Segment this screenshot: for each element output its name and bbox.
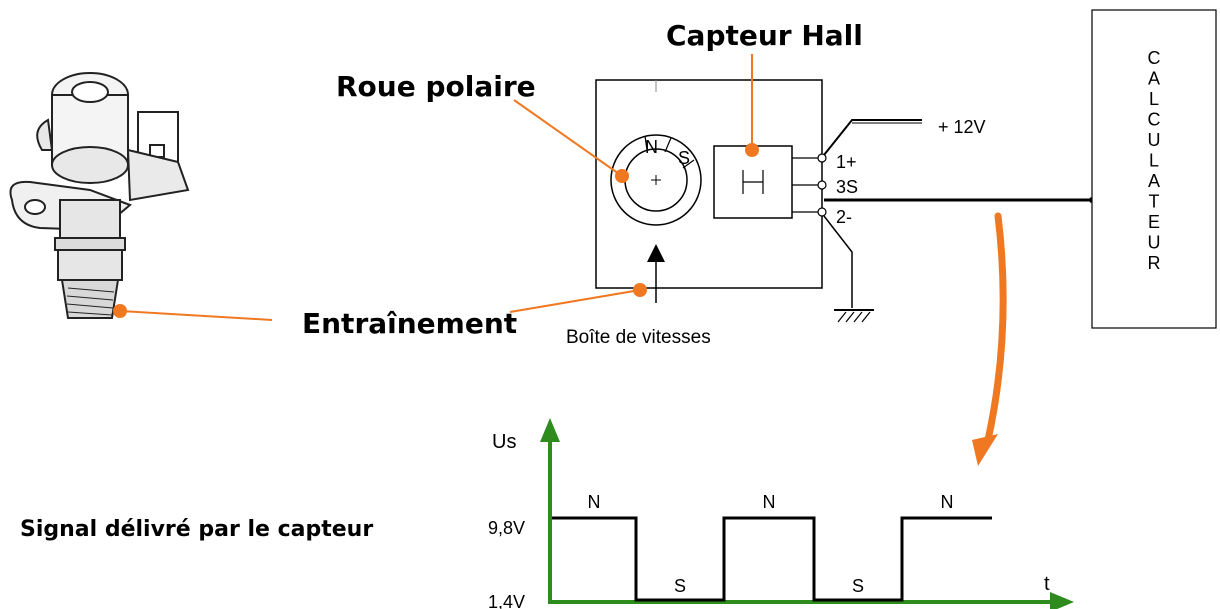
supply-wire (823, 119, 922, 156)
hall-symbol (742, 170, 764, 194)
entrainement-label: Entraînement (302, 307, 517, 340)
drive-arrow-head (647, 244, 665, 262)
segment-label-n: N (588, 492, 601, 512)
segment-label-s: S (852, 576, 864, 596)
y-tick-high: 9,8V (488, 518, 525, 538)
segment-label-n: N (941, 492, 954, 512)
x-axis-arrow (1050, 592, 1074, 609)
calculateur-letter: C (1148, 48, 1161, 68)
segment-label-s: S (674, 576, 686, 596)
callout-roue-polaire: Roue polaire (336, 70, 629, 183)
callout-entrainement: Entraînement (113, 283, 647, 340)
pin-terminals (817, 153, 827, 217)
calculateur-letter: A (1148, 69, 1160, 89)
calculateur-letter: R (1148, 253, 1161, 273)
square-wave (552, 516, 992, 602)
wheel-n-label: N (645, 137, 658, 157)
pin-2-label: 2- (836, 207, 852, 227)
y-axis-label: Us (492, 431, 516, 453)
wheel-s-label: S (678, 148, 690, 168)
calculateur-box (1091, 9, 1217, 329)
calculateur-letter: C (1148, 110, 1161, 130)
calculateur-letter: A (1148, 171, 1160, 191)
callout-capteur-hall: Capteur Hall (666, 19, 863, 157)
segment-label-n: N (763, 492, 776, 512)
calculateur-letter: L (1149, 151, 1159, 171)
roue-polaire-label: Roue polaire (336, 70, 536, 103)
pin-wires (792, 157, 818, 213)
boite-vitesses-label: Boîte de vitesses (566, 327, 711, 348)
pin-3-label: 3S (836, 177, 858, 197)
pin-1-label: 1+ (836, 152, 857, 172)
y-axis-arrow (540, 418, 560, 442)
capteur-hall-label: Capteur Hall (666, 19, 863, 52)
calculateur-letter: L (1149, 89, 1159, 109)
signal-caption: Signal délivré par le capteur (20, 517, 373, 542)
sensor-illustration (9, 72, 190, 319)
calculateur-letter: T (1149, 192, 1160, 212)
signal-arrow (984, 212, 1007, 444)
calculateur-letter: E (1148, 212, 1160, 232)
x-axis-label: t (1044, 573, 1050, 595)
signal-arrow-head (972, 434, 998, 466)
ground-wire (823, 215, 853, 308)
calculateur-letter: U (1148, 130, 1161, 150)
ground-symbol (834, 309, 874, 323)
calculateur-letter: U (1148, 233, 1161, 253)
y-tick-low: 1,4V (488, 592, 525, 609)
supply-label: + 12V (938, 117, 986, 137)
signal-chart: Us t 9,8V 1,4V N S N S N (488, 418, 1074, 609)
